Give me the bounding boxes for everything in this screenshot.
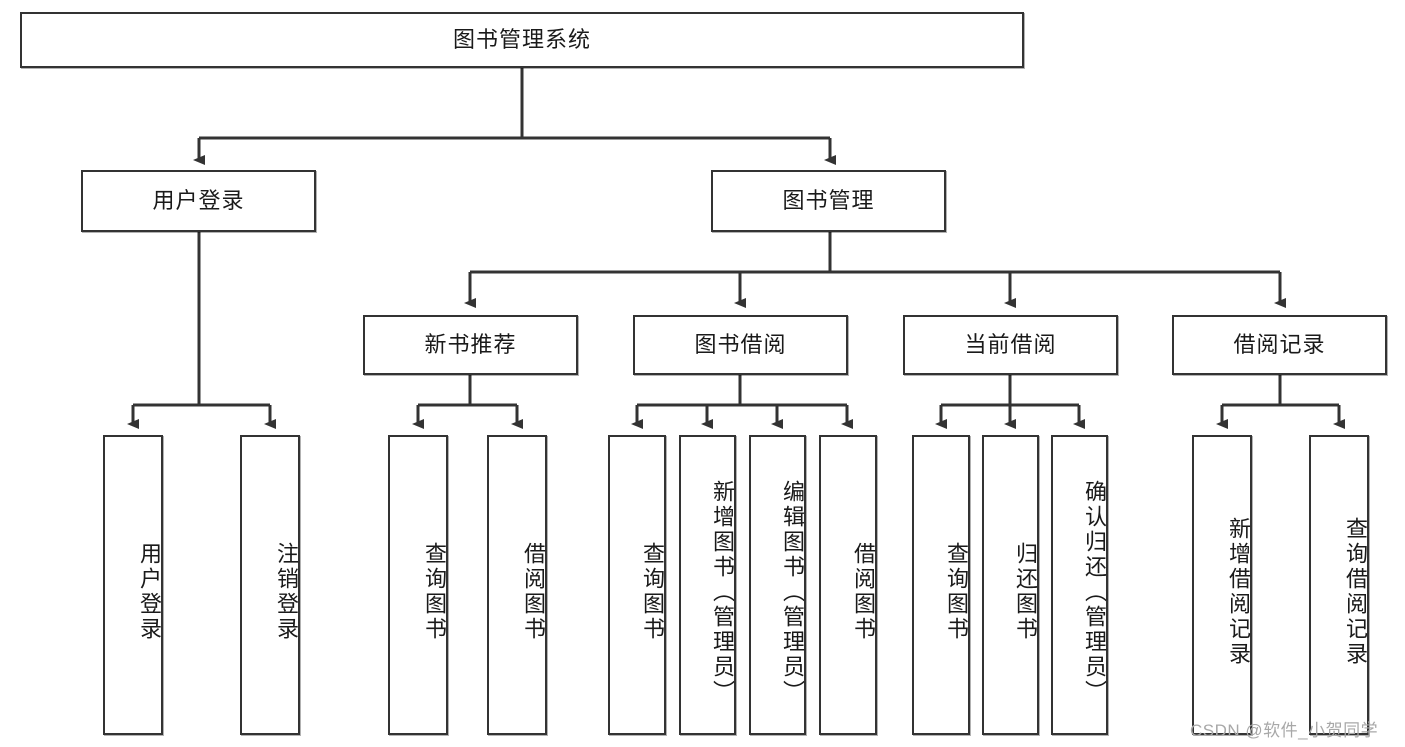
leaf-query-book-new[interactable]: 查询图书 <box>388 435 448 735</box>
leaf-add-book-admin[interactable]: 新增图书（管理员） <box>679 435 736 735</box>
node-label: 查询图书 <box>640 542 665 642</box>
node-label: 新增借阅记录 <box>1226 517 1251 667</box>
node-label: 确认归还（管理员） <box>1082 479 1107 705</box>
node-label: 归还图书 <box>1013 542 1038 642</box>
node-label: 新书推荐 <box>424 331 517 357</box>
leaf-confirm-return-admin[interactable]: 确认归还（管理员） <box>1051 435 1108 735</box>
node-label: 图书管理系统 <box>452 26 591 52</box>
node-label: 用户登录 <box>152 187 245 213</box>
node-current-borrow[interactable]: 当前借阅 <box>903 315 1118 375</box>
node-book-borrow[interactable]: 图书借阅 <box>633 315 848 375</box>
node-borrow-record[interactable]: 借阅记录 <box>1172 315 1387 375</box>
node-label: 当前借阅 <box>964 331 1057 357</box>
node-label: 图书管理 <box>782 187 875 213</box>
node-label: 借阅记录 <box>1233 331 1326 357</box>
leaf-query-borrow-record[interactable]: 查询借阅记录 <box>1309 435 1369 735</box>
leaf-logout[interactable]: 注销登录 <box>240 435 300 735</box>
csdn-watermark: CSDN @软件_小贺同学 <box>1190 721 1379 740</box>
leaf-user-login[interactable]: 用户登录 <box>103 435 163 735</box>
node-label: 借阅图书 <box>851 542 876 642</box>
node-label: 图书借阅 <box>694 331 787 357</box>
leaf-query-book-borrow[interactable]: 查询图书 <box>608 435 666 735</box>
node-label: 新增图书（管理员） <box>710 479 735 705</box>
leaf-borrow-book[interactable]: 借阅图书 <box>819 435 877 735</box>
node-root-system[interactable]: 图书管理系统 <box>20 12 1024 68</box>
leaf-return-book[interactable]: 归还图书 <box>982 435 1039 735</box>
leaf-edit-book-admin[interactable]: 编辑图书（管理员） <box>749 435 806 735</box>
node-label: 借阅图书 <box>521 542 546 642</box>
node-user-login[interactable]: 用户登录 <box>81 170 316 232</box>
leaf-add-borrow-record[interactable]: 新增借阅记录 <box>1192 435 1252 735</box>
leaf-query-book-current[interactable]: 查询图书 <box>912 435 970 735</box>
node-label: 注销登录 <box>274 542 299 642</box>
node-label: 查询图书 <box>944 542 969 642</box>
node-book-management[interactable]: 图书管理 <box>711 170 946 232</box>
node-label: 编辑图书（管理员） <box>780 479 805 705</box>
node-new-book-recommend[interactable]: 新书推荐 <box>363 315 578 375</box>
node-label: 用户登录 <box>137 542 162 642</box>
node-label: 查询借阅记录 <box>1343 517 1368 667</box>
leaf-borrow-book-new[interactable]: 借阅图书 <box>487 435 547 735</box>
node-label: 查询图书 <box>422 542 447 642</box>
